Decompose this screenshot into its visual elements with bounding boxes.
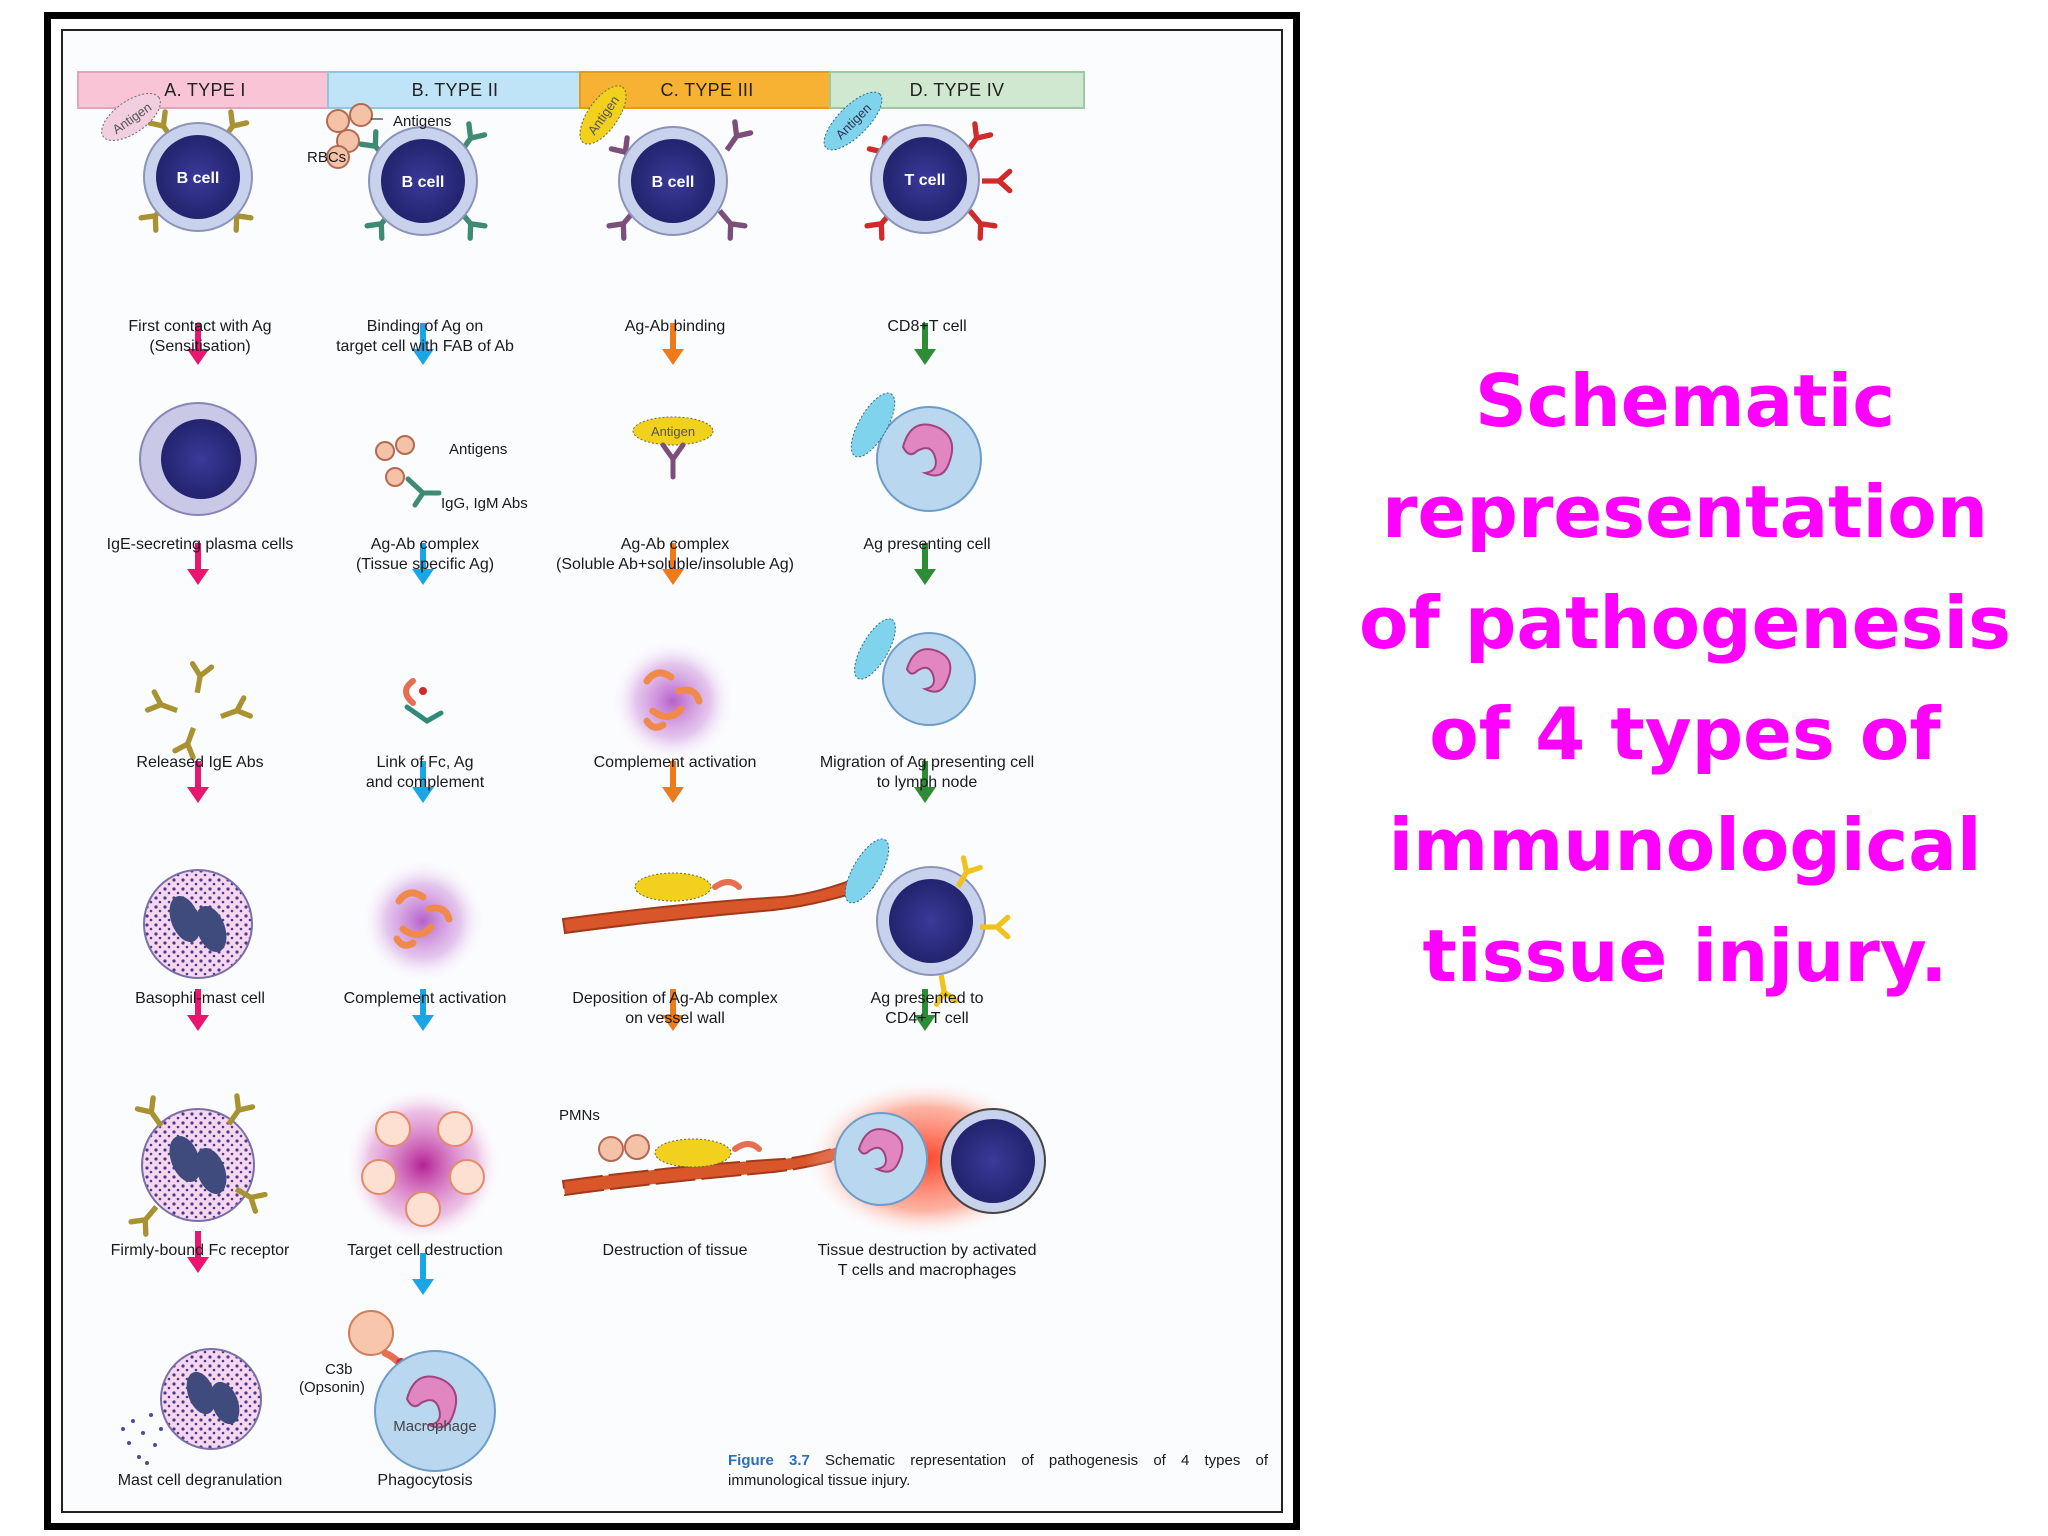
fc-link-icon bbox=[403, 678, 444, 724]
type2-arrows bbox=[412, 323, 434, 1295]
type1-step-2: IgE-secreting plasma cells bbox=[106, 536, 294, 553]
type4-step-2: Ag presenting cell bbox=[863, 536, 991, 553]
type2-bcell-figure: B cell bbox=[326, 103, 485, 238]
type3-column: B cell Antigen Antigen bbox=[561, 85, 875, 1197]
type2-step-2: Ag-Ab complex (Tissue specific Ag) bbox=[355, 536, 495, 573]
bcell-label-3: B cell bbox=[652, 174, 695, 191]
type3-step-2: Ag-Ab complex (Soluble Ab+soluble/insolu… bbox=[556, 536, 794, 573]
tcell-label: T cell bbox=[905, 172, 946, 189]
type4-step-4: Ag presented to CD4+ T cell bbox=[870, 990, 984, 1027]
type3-step-1: Ag-Ab binding bbox=[624, 318, 726, 335]
type1-step-4: Basophil-mast cell bbox=[135, 990, 265, 1007]
type1-step-3: Released IgE Abs bbox=[136, 754, 264, 771]
type2-column: B cell bbox=[326, 103, 501, 1472]
bcell-label-2: B cell bbox=[402, 174, 445, 191]
type2-step-3: Link of Fc, Ag and complement bbox=[365, 754, 485, 791]
antigens-annotation-1: Antigens bbox=[393, 113, 452, 130]
type4-tcell-figure: T cell Antigen bbox=[823, 91, 1010, 239]
type1-column: B cell Antigen bbox=[101, 93, 265, 1465]
type1-step-1-text: First contact with Ag (Sensitisation) bbox=[128, 318, 272, 355]
type3-step-4: Deposition of Ag-Ab complex on vessel wa… bbox=[572, 990, 778, 1027]
mast-cell-receptor-icon bbox=[131, 1096, 265, 1234]
type3-arrows bbox=[662, 323, 684, 1031]
figure-caption: Figure 3.7 Schematic representation of p… bbox=[728, 1451, 1268, 1491]
released-ige-icon bbox=[148, 664, 251, 758]
header-type-1: A. TYPE I bbox=[77, 71, 333, 109]
figure-panel: A. TYPE I B. TYPE II C. TYPE III D. TYPE… bbox=[61, 29, 1283, 1513]
type2-step-4: Complement activation bbox=[343, 990, 507, 1007]
type1-arrows bbox=[187, 323, 209, 1273]
antigen-label-3b: Antigen bbox=[651, 424, 695, 439]
type4-arrows bbox=[914, 323, 936, 1031]
degranulation-icon bbox=[121, 1348, 262, 1465]
pathogenesis-diagram: B cell Antigen bbox=[101, 85, 1046, 1472]
type1-step-1: First contact with Ag (Sensitisation) bbox=[60, 317, 340, 357]
tissue-destruction-icon bbox=[561, 1133, 875, 1197]
antigen-icon bbox=[101, 93, 161, 141]
rbcs-annotation: RBCs bbox=[307, 149, 347, 166]
type4-column: T cell Antigen bbox=[805, 91, 1046, 1239]
type1-step-5: Firmly-bound Fc receptor bbox=[110, 1242, 290, 1259]
type4-step-5: Tissue destruction by activated T cells … bbox=[817, 1242, 1037, 1279]
bcell-nucleus bbox=[156, 135, 240, 219]
figure-frame: A. TYPE I B. TYPE II C. TYPE III D. TYPE… bbox=[44, 12, 1300, 1530]
type1-step-6: Mast cell degranulation bbox=[117, 1472, 283, 1489]
slide-title: Schematic representation of pathogenesis… bbox=[1359, 359, 2011, 998]
macrophage-label: Macrophage bbox=[393, 1418, 476, 1435]
type4-step-1: CD8+T cell bbox=[887, 318, 967, 335]
type2-step-5: Target cell destruction bbox=[347, 1242, 503, 1259]
activated-tcells-icon bbox=[805, 1079, 1046, 1239]
bcell-label-1: B cell bbox=[177, 170, 220, 187]
type2-step-6: Phagocytosis bbox=[377, 1472, 473, 1489]
type1-bcell-figure: B cell Antigen bbox=[101, 93, 252, 231]
apc-icon bbox=[850, 392, 982, 512]
ag-ab-complex-icon bbox=[375, 435, 442, 508]
phagocytosis-icon: Macrophage bbox=[348, 1310, 496, 1472]
type3-step-5: Destruction of tissue bbox=[602, 1242, 748, 1259]
type2-step-1: Binding of Ag on target cell with FAB of… bbox=[336, 318, 514, 355]
igg-igm-annotation: IgG, IgM Abs bbox=[441, 495, 528, 512]
c3b-annotation: C3b bbox=[325, 1361, 353, 1378]
figure-caption-text: Schematic representation of pathogenesis… bbox=[728, 1452, 1269, 1489]
type4-step-3: Migration of Ag presenting cell to lymph… bbox=[819, 754, 1035, 791]
vessel-deposition-icon bbox=[561, 871, 875, 935]
type3-step-3: Complement activation bbox=[593, 754, 757, 771]
antigens-annotation-2: Antigens bbox=[449, 441, 508, 458]
header-type-2: B. TYPE II bbox=[327, 71, 583, 109]
soluble-complex-icon: Antigen bbox=[632, 416, 714, 480]
complement-glow-icon bbox=[361, 859, 485, 983]
cd4-presentation-icon bbox=[844, 838, 1008, 1004]
apc-migration-icon bbox=[854, 618, 976, 726]
pmns-annotation: PMNs bbox=[559, 1107, 600, 1124]
complement-glow-icon-3 bbox=[611, 639, 735, 763]
opsonin-annotation: (Opsonin) bbox=[299, 1379, 365, 1396]
type3-bcell-figure: B cell Antigen bbox=[579, 85, 750, 239]
figure-caption-ref: Figure 3.7 bbox=[728, 1452, 810, 1469]
